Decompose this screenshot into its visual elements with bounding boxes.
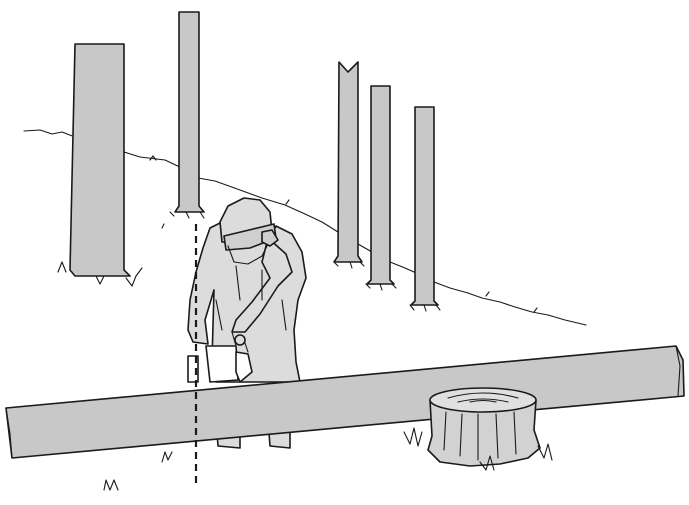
grass-tufts-hill — [149, 155, 538, 313]
worker-arm-right — [231, 237, 293, 333]
tree-tall — [169, 11, 205, 219]
tree-mid — [365, 85, 397, 291]
chainsaw-icon — [187, 331, 253, 383]
tree-broken — [333, 61, 365, 269]
grass-tufts-ground — [103, 451, 173, 491]
worker-clothing-folds — [215, 265, 287, 331]
hillside-line — [23, 129, 587, 326]
tree-right — [409, 106, 441, 312]
log — [5, 345, 685, 459]
tree-left — [57, 43, 143, 287]
tree-stump-icon — [403, 387, 553, 471]
face-shield — [227, 243, 269, 265]
ear-muff — [261, 229, 279, 247]
worker-figure — [187, 197, 307, 449]
